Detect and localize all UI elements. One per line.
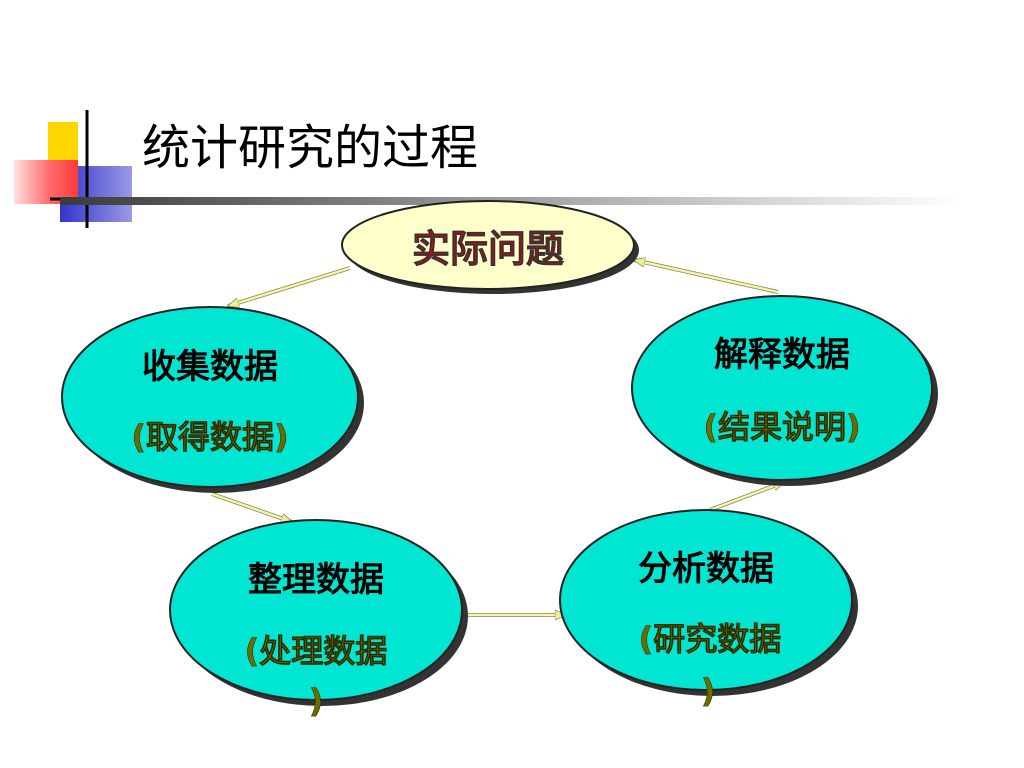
arrows bbox=[211, 260, 784, 615]
node-analyze-sublabel: (研究数据 bbox=[639, 620, 782, 658]
node-organize-label: 整理数据 bbox=[248, 560, 384, 600]
node-analyze: 分析数据 (研究数据 ) bbox=[559, 509, 858, 710]
node-collect-sublabel: (取得数据) bbox=[131, 418, 288, 456]
logo-red-square bbox=[14, 160, 78, 204]
node-organize-sublabel: (处理数据 bbox=[245, 632, 388, 670]
node-collect-label: 收集数据 bbox=[142, 347, 278, 387]
node-problem: 实际问题 bbox=[341, 200, 639, 294]
node-analyze-sublabel-tail: ) bbox=[701, 672, 716, 710]
node-interpret-sublabel: (结果说明) bbox=[703, 408, 860, 446]
node-organize-sublabel-tail: ) bbox=[309, 682, 324, 720]
node-collect: 收集数据 (取得数据) bbox=[61, 306, 364, 493]
slide-title: 统计研究的过程 bbox=[142, 120, 479, 176]
node-interpret: 解释数据 (结果说明) bbox=[631, 295, 938, 486]
node-organize: 整理数据 (处理数据 ) bbox=[169, 519, 468, 720]
logo-yellow-square bbox=[48, 122, 78, 162]
node-problem-label: 实际问题 bbox=[412, 227, 564, 271]
node-interpret-label: 解释数据 bbox=[714, 335, 850, 375]
node-analyze-label: 分析数据 bbox=[638, 549, 774, 589]
